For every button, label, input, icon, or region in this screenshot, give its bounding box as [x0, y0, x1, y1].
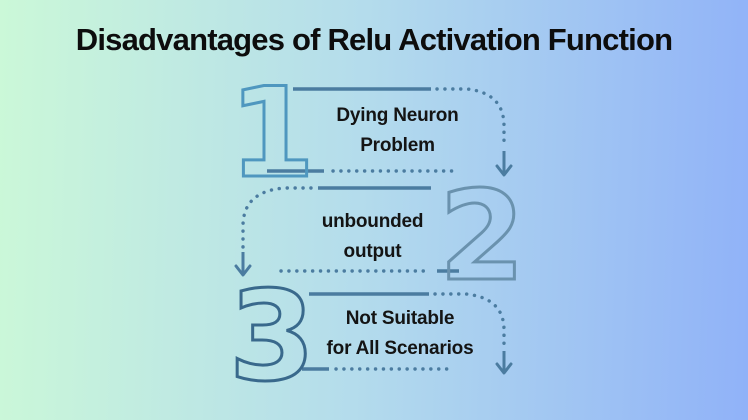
arrow-down-icon-3 [495, 362, 513, 375]
item-3-label-line1: Not Suitable [345, 308, 455, 329]
step-number-3: 3 [229, 265, 315, 409]
connector-group: 1 2 3 [227, 61, 526, 411]
item-1-label-line2: Problem [360, 135, 435, 156]
arrow-down-icon-1 [495, 164, 513, 177]
item-2-label-line1: unbounded [321, 211, 424, 232]
item-2-label-line2: output [343, 241, 402, 262]
item-3-label: Not Suitable for All Scenarios [300, 304, 500, 364]
item-2-label: unbounded output [280, 207, 465, 267]
page-title: Disadvantages of Relu Activation Functio… [75, 22, 673, 57]
step-number-2: 2 [439, 165, 525, 309]
item-3-dotted-curve [433, 292, 506, 350]
item-3-label-line2: for All Scenarios [326, 338, 474, 359]
step-number-1: 1 [229, 62, 315, 206]
item-2-dotted-curve [241, 186, 313, 251]
item-1-label: Dying Neuron Problem [295, 101, 500, 161]
item-1-label-line1: Dying Neuron [336, 105, 459, 126]
arrow-down-icon-2 [234, 264, 252, 277]
item-1-dotted-curve [435, 87, 506, 150]
